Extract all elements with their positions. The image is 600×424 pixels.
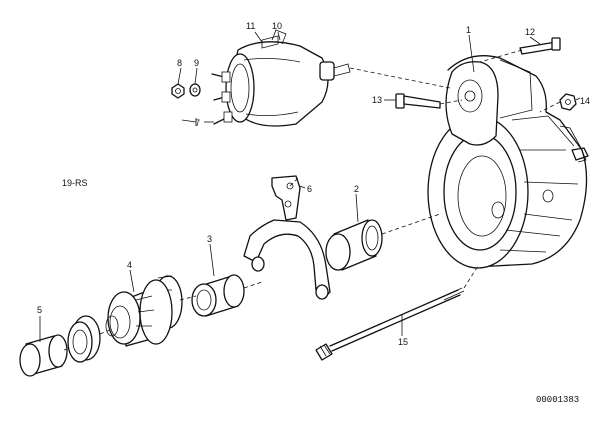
callout-7: 7 bbox=[195, 118, 200, 128]
shift-lever bbox=[243, 175, 331, 300]
leader-lines bbox=[39, 31, 581, 342]
callout-9: 9 bbox=[194, 58, 199, 68]
bolt-13 bbox=[395, 93, 441, 109]
bushing-2 bbox=[325, 219, 383, 271]
callout-5: 5 bbox=[37, 305, 42, 315]
bushing-3 bbox=[191, 274, 245, 317]
callout-2: 2 bbox=[354, 184, 359, 194]
callout-10: 10 bbox=[272, 21, 282, 31]
bolt-12 bbox=[519, 37, 561, 55]
bushing-5 bbox=[19, 334, 68, 377]
through-bolt bbox=[315, 287, 465, 361]
callout-6: 6 bbox=[307, 184, 312, 194]
pinion-drive bbox=[105, 275, 183, 347]
nut-14 bbox=[559, 93, 577, 111]
callout-4: 4 bbox=[127, 260, 132, 270]
callout-11: 11 bbox=[246, 21, 255, 31]
assembly-lines bbox=[63, 49, 561, 351]
callout-12: 12 bbox=[525, 27, 535, 37]
drive-end-housing bbox=[427, 55, 589, 269]
callout-15: 15 bbox=[398, 337, 408, 347]
drawing-number: 00001383 bbox=[536, 395, 579, 405]
callout-1: 1 bbox=[466, 25, 471, 35]
solenoid-switch bbox=[171, 29, 351, 127]
callouts: 1 11 10 8 9 7 12 13 14 6 2 3 4 5 15 19-R… bbox=[37, 21, 590, 405]
callout-13: 13 bbox=[372, 95, 382, 105]
variant-note: 19-RS bbox=[62, 178, 88, 188]
spacer-ring bbox=[67, 315, 101, 363]
callout-8: 8 bbox=[177, 58, 182, 68]
callout-3: 3 bbox=[207, 234, 212, 244]
callout-14: 14 bbox=[580, 96, 590, 106]
